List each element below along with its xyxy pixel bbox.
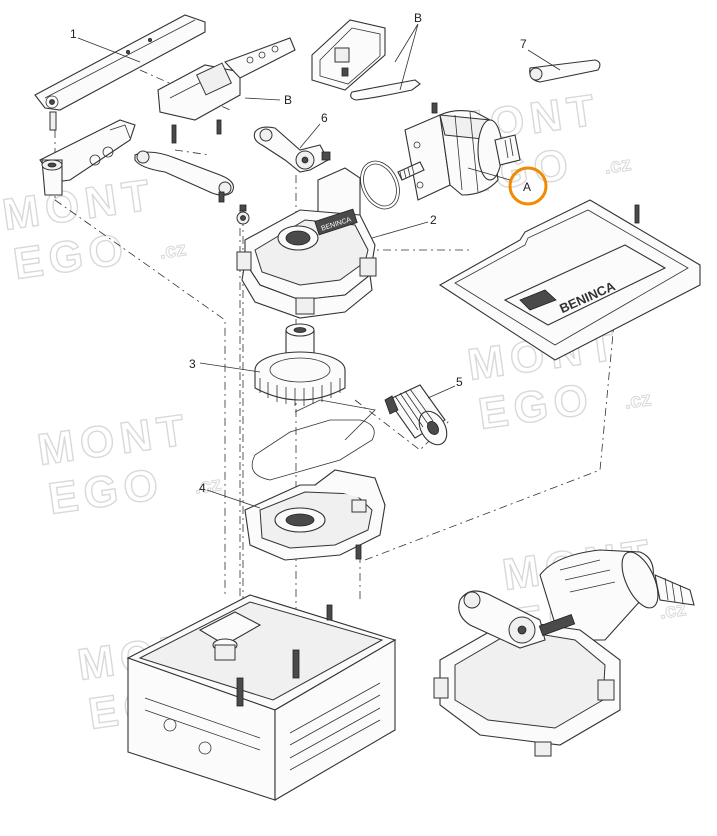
release-lever-part-6 xyxy=(253,126,331,173)
callout-2: 2 xyxy=(430,213,437,227)
callout-b-bracket: B xyxy=(284,93,292,107)
gasket-ring xyxy=(360,160,400,210)
callout-4: 4 xyxy=(199,481,206,495)
assembled-operator xyxy=(433,549,695,757)
watermark-text: .cz xyxy=(193,473,222,499)
watermark-text: MONT xyxy=(0,170,158,240)
watermark-text: .cz xyxy=(623,388,652,414)
lock-housing-b xyxy=(311,19,421,101)
callout-a: A xyxy=(523,180,531,194)
arm-assembly-part-1 xyxy=(34,14,235,203)
watermark-text: MONT xyxy=(35,405,194,475)
watermark-text: .cz xyxy=(158,238,187,264)
electric-motor xyxy=(397,102,521,201)
gearbox-top-housing-part-2: BENINCA xyxy=(236,167,377,319)
key-part-7 xyxy=(529,59,601,83)
gearbox-lower-housing-part-4 xyxy=(244,469,386,561)
callout-1: 1 xyxy=(70,27,77,41)
callout-3: 3 xyxy=(189,357,196,371)
foundation-box xyxy=(126,594,397,801)
gasket-sheet xyxy=(251,399,376,481)
callout-b-lock: B xyxy=(414,11,422,25)
output-gear-part-3 xyxy=(254,323,346,406)
leader-lines xyxy=(77,23,561,509)
callout-5: 5 xyxy=(456,375,463,389)
highlight-circle-a xyxy=(508,166,548,206)
callout-7: 7 xyxy=(520,37,527,51)
watermark-text: .cz xyxy=(603,153,632,179)
callout-labels: 1 B B 7 6 A 2 3 5 4 xyxy=(70,11,531,495)
worm-screw-part-5 xyxy=(384,384,448,446)
callout-6: 6 xyxy=(321,111,328,125)
cover-plate: BENINCA xyxy=(438,199,701,361)
release-lock-bracket-b xyxy=(157,37,296,144)
